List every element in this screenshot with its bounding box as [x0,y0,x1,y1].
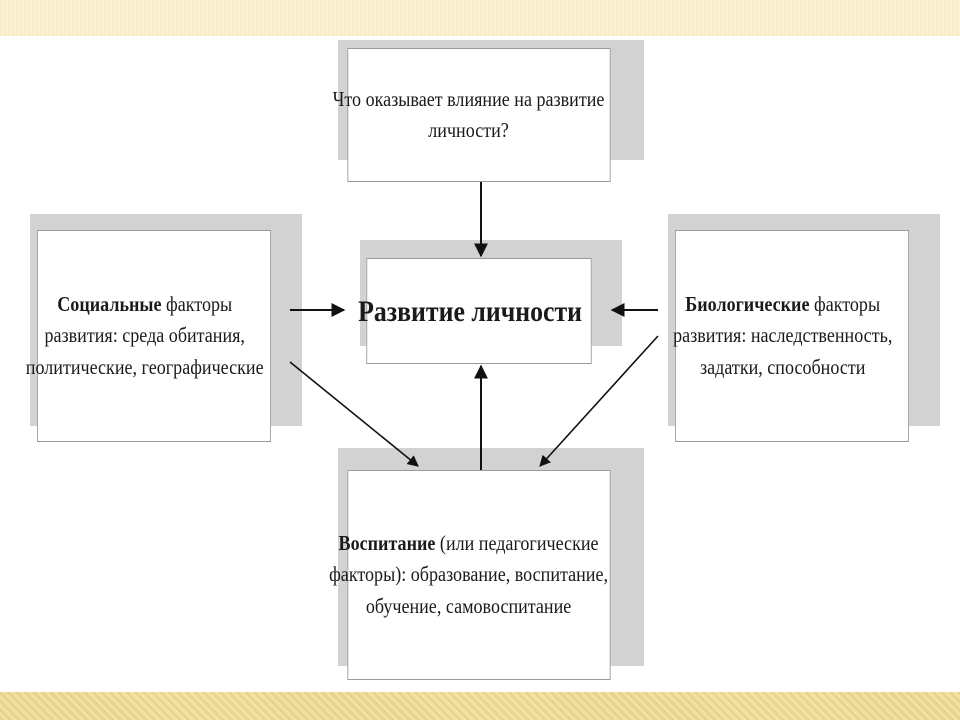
social-factors-title: Социальные [57,291,162,316]
center-box-title: Развитие личности [358,294,583,328]
question-box-text: Что оказывает влияние на развитие личнос… [332,86,605,143]
social-factors-text: факторы развития: среда обитания, полити… [25,291,264,379]
social-factors-box: Социальные факторы развития: среда обита… [26,230,271,442]
bottom-decorative-band [0,692,960,720]
biological-factors-box: Биологические факторы развития: наследст… [673,230,909,442]
arrow-social-to-upbringing [289,361,419,467]
upbringing-text: (или педагогические факторы): образовани… [329,530,608,618]
question-box: Что оказывает влияние на развитие личнос… [333,48,611,182]
arrow-biological-to-upbringing [539,335,659,467]
top-decorative-band [0,0,960,36]
biological-factors-text: факторы развития: наследственность, зада… [673,291,893,379]
biological-factors-title: Биологические [685,291,810,316]
center-box: Развитие личности [358,258,592,364]
upbringing-title: Воспитание [338,530,436,555]
upbringing-box: Воспитание (или педагогические факторы):… [329,470,611,680]
